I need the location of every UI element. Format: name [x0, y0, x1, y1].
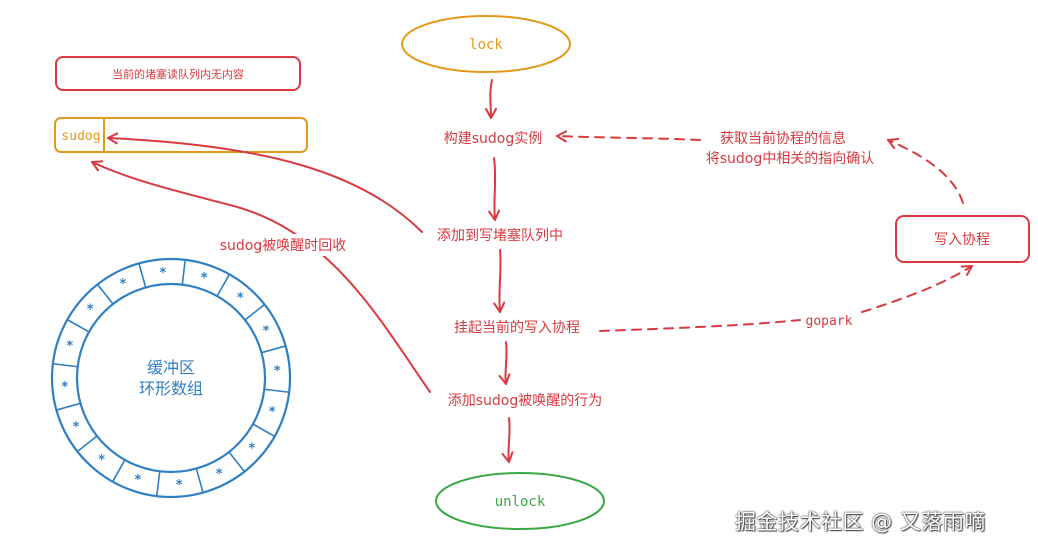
- recycle-label: sudog被唤醒时回收: [220, 237, 347, 254]
- info-line-1: 获取当前协程的信息: [720, 130, 846, 147]
- unlock-node: unlock: [435, 472, 605, 530]
- ring-divider: [138, 263, 147, 288]
- empty-read-queue-box: 当前的堵塞读队列内无内容: [55, 56, 301, 91]
- ring-divider: [66, 318, 90, 333]
- ring-cell-mark: *: [98, 453, 105, 468]
- gopark-label: gopark: [806, 314, 853, 329]
- sudog-slot-label: sudog: [61, 129, 100, 144]
- arrow-enqueue-to-suspend: [493, 249, 506, 313]
- ring-divider: [181, 259, 187, 285]
- ring-divider: [195, 468, 204, 493]
- step-add-wake: 添加sudog被唤醒的行为: [448, 392, 603, 409]
- ring-cell-mark: *: [216, 467, 223, 482]
- lock-label: lock: [469, 37, 503, 53]
- ring-divider: [52, 362, 78, 368]
- write-goroutine-node: 写入协程: [895, 215, 1030, 263]
- arrow-recycle-to-sudog: [91, 160, 431, 393]
- ring-cell-mark: *: [159, 266, 166, 281]
- ring-divider: [228, 451, 246, 473]
- ring-divider: [264, 388, 290, 394]
- ring-divider: [56, 402, 81, 411]
- ring-cell-mark: *: [73, 420, 80, 435]
- arrow-lock-to-build: [484, 79, 497, 119]
- ring-cell-mark: *: [274, 364, 281, 379]
- ring-divider: [216, 273, 231, 297]
- ring-cell-mark: *: [66, 339, 73, 354]
- info-line-2: 将sudog中相关的指向确认: [706, 151, 875, 167]
- ring-cell-mark: *: [269, 405, 276, 420]
- ring-cell-mark: *: [134, 473, 141, 488]
- ring-cell-mark: *: [119, 277, 126, 292]
- arrow-build-to-enqueue: [488, 157, 501, 221]
- ring-divider: [261, 345, 286, 354]
- main-flow-arrows: [484, 79, 514, 463]
- ring-outer-circle: [50, 257, 292, 499]
- sudog-queue-box: sudog: [54, 117, 308, 153]
- ring-cell-mark: *: [176, 478, 183, 493]
- empty-read-queue-label: 当前的堵塞读队列内无内容: [112, 67, 244, 81]
- arrow-enqueue-to-sudog: [107, 132, 423, 233]
- ring-cell-mark: *: [237, 291, 244, 306]
- step-enqueue: 添加到写堵塞队列中: [437, 227, 563, 244]
- ring-cell-mark: *: [248, 441, 255, 456]
- write-goroutine-label: 写入协程: [934, 232, 990, 248]
- sudog-arrows: [91, 132, 431, 393]
- ring-divider: [252, 423, 276, 438]
- ring-cell-mark: *: [61, 380, 68, 395]
- ring-buffer: * * * * * * * * * * * * * * * * 缓冲区 环形数组: [50, 257, 292, 499]
- ring-divider: [76, 435, 98, 453]
- unlock-label: unlock: [495, 494, 546, 510]
- ring-cell-mark: *: [87, 303, 94, 318]
- buffer-label-line-2: 环形数组: [139, 379, 203, 398]
- arrow-suspend-to-addwake: [498, 341, 511, 385]
- buffer-label-line-1: 缓冲区: [147, 358, 195, 377]
- dashed-gopark-to-goroutine: [861, 265, 973, 313]
- lock-node: lock: [401, 15, 571, 73]
- ring-inner-circle: [75, 282, 267, 474]
- dashed-goroutine-to-info: [887, 137, 964, 204]
- step-suspend: 挂起当前的写入协程: [454, 319, 580, 336]
- dashed-suspend-to-gopark: [599, 319, 801, 332]
- dashed-info-to-build: [556, 130, 701, 143]
- recycle-label-backdrop: [207, 234, 359, 256]
- ring-segments: * * * * * * * * * * * * * * * *: [52, 259, 290, 497]
- ring-cell-mark: *: [263, 324, 270, 339]
- ring-divider: [111, 459, 126, 483]
- ring-cell-mark: *: [201, 271, 208, 286]
- watermark: 掘金技术社区 @ 又落雨嘀: [735, 510, 986, 534]
- step-build-sudog: 构建sudog实例: [444, 131, 543, 147]
- ring-divider: [96, 283, 114, 305]
- ring-divider: [244, 303, 266, 321]
- dashed-arrows: [556, 130, 973, 332]
- ring-divider: [155, 471, 161, 497]
- arrow-addwake-to-unlock: [501, 417, 514, 463]
